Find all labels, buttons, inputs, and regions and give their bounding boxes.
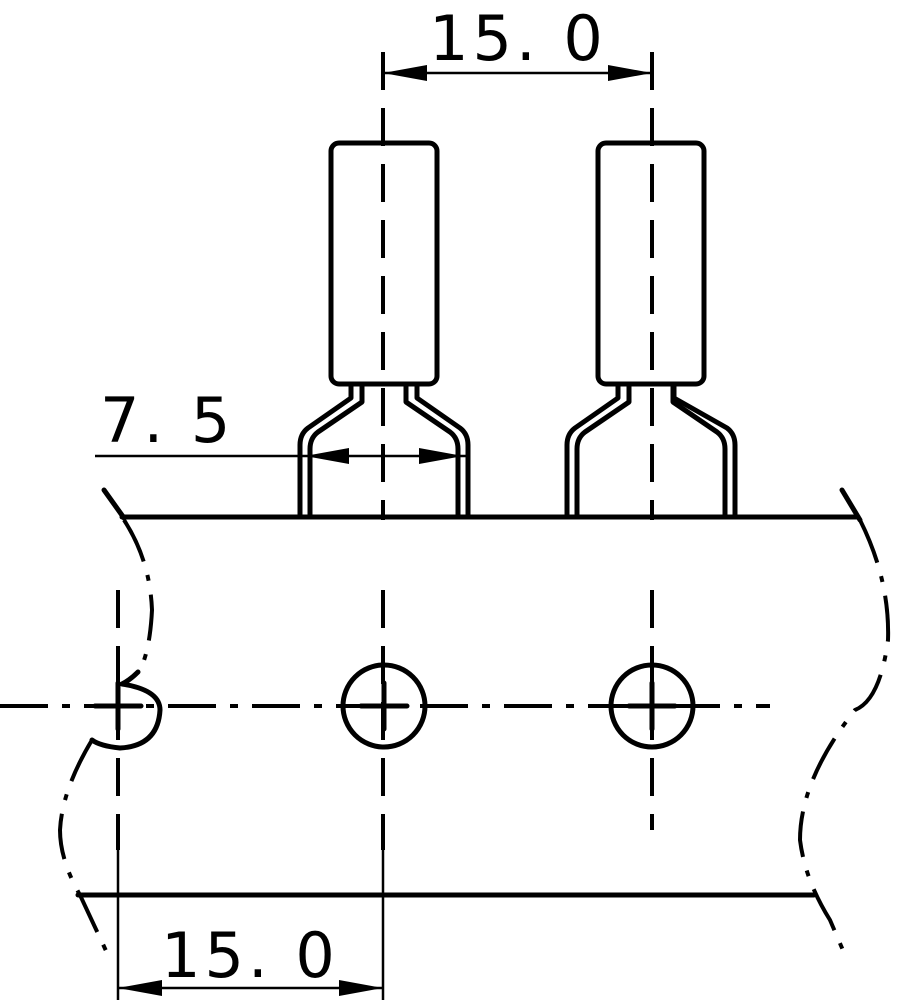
hole-2 — [608, 662, 696, 750]
lead-right-inner-1 — [403, 381, 461, 520]
component-pitch-label: 15. 0 — [429, 2, 607, 75]
break-line-left-top — [122, 518, 155, 671]
arrowhead-left — [118, 980, 162, 996]
hole-pitch-dimension: 15. 0 — [116, 850, 385, 1000]
tape-top-break-right — [839, 487, 863, 523]
arrowhead-left — [305, 448, 349, 464]
lead-right-outer-2 — [671, 381, 738, 520]
arrowhead-right — [419, 448, 463, 464]
hole-1 — [340, 662, 428, 750]
break-line-right — [797, 519, 891, 956]
lead-left-outer-1 — [297, 381, 354, 520]
arrowhead-right — [339, 980, 383, 996]
component-1 — [297, 140, 471, 520]
arrowhead-right — [608, 65, 652, 81]
sprocket-cross — [92, 680, 144, 732]
lead-left-outer-2 — [564, 381, 621, 520]
lead-left-inner-2 — [574, 381, 632, 520]
component-2 — [564, 140, 738, 520]
lead-right-outer-1 — [414, 381, 471, 520]
sprocket-hole-partial — [89, 669, 163, 751]
component-pitch-dimension: 15. 0 — [381, 2, 654, 81]
lead-left-inner-1 — [307, 381, 365, 520]
break-line-left-bottom — [57, 738, 110, 956]
hole-pitch-label: 15. 0 — [161, 919, 339, 992]
component-body-1 — [328, 140, 440, 387]
lead-spacing-dimension: 7. 5 — [95, 384, 466, 464]
component-body-2 — [595, 140, 707, 387]
hole-circle-2 — [608, 662, 696, 750]
arrowhead-left — [383, 65, 427, 81]
tape-top-break-left — [101, 487, 127, 521]
lead-right-inner-2 — [670, 381, 728, 520]
lead-spacing-label: 7. 5 — [100, 384, 234, 457]
hole-circle-1 — [340, 662, 428, 750]
